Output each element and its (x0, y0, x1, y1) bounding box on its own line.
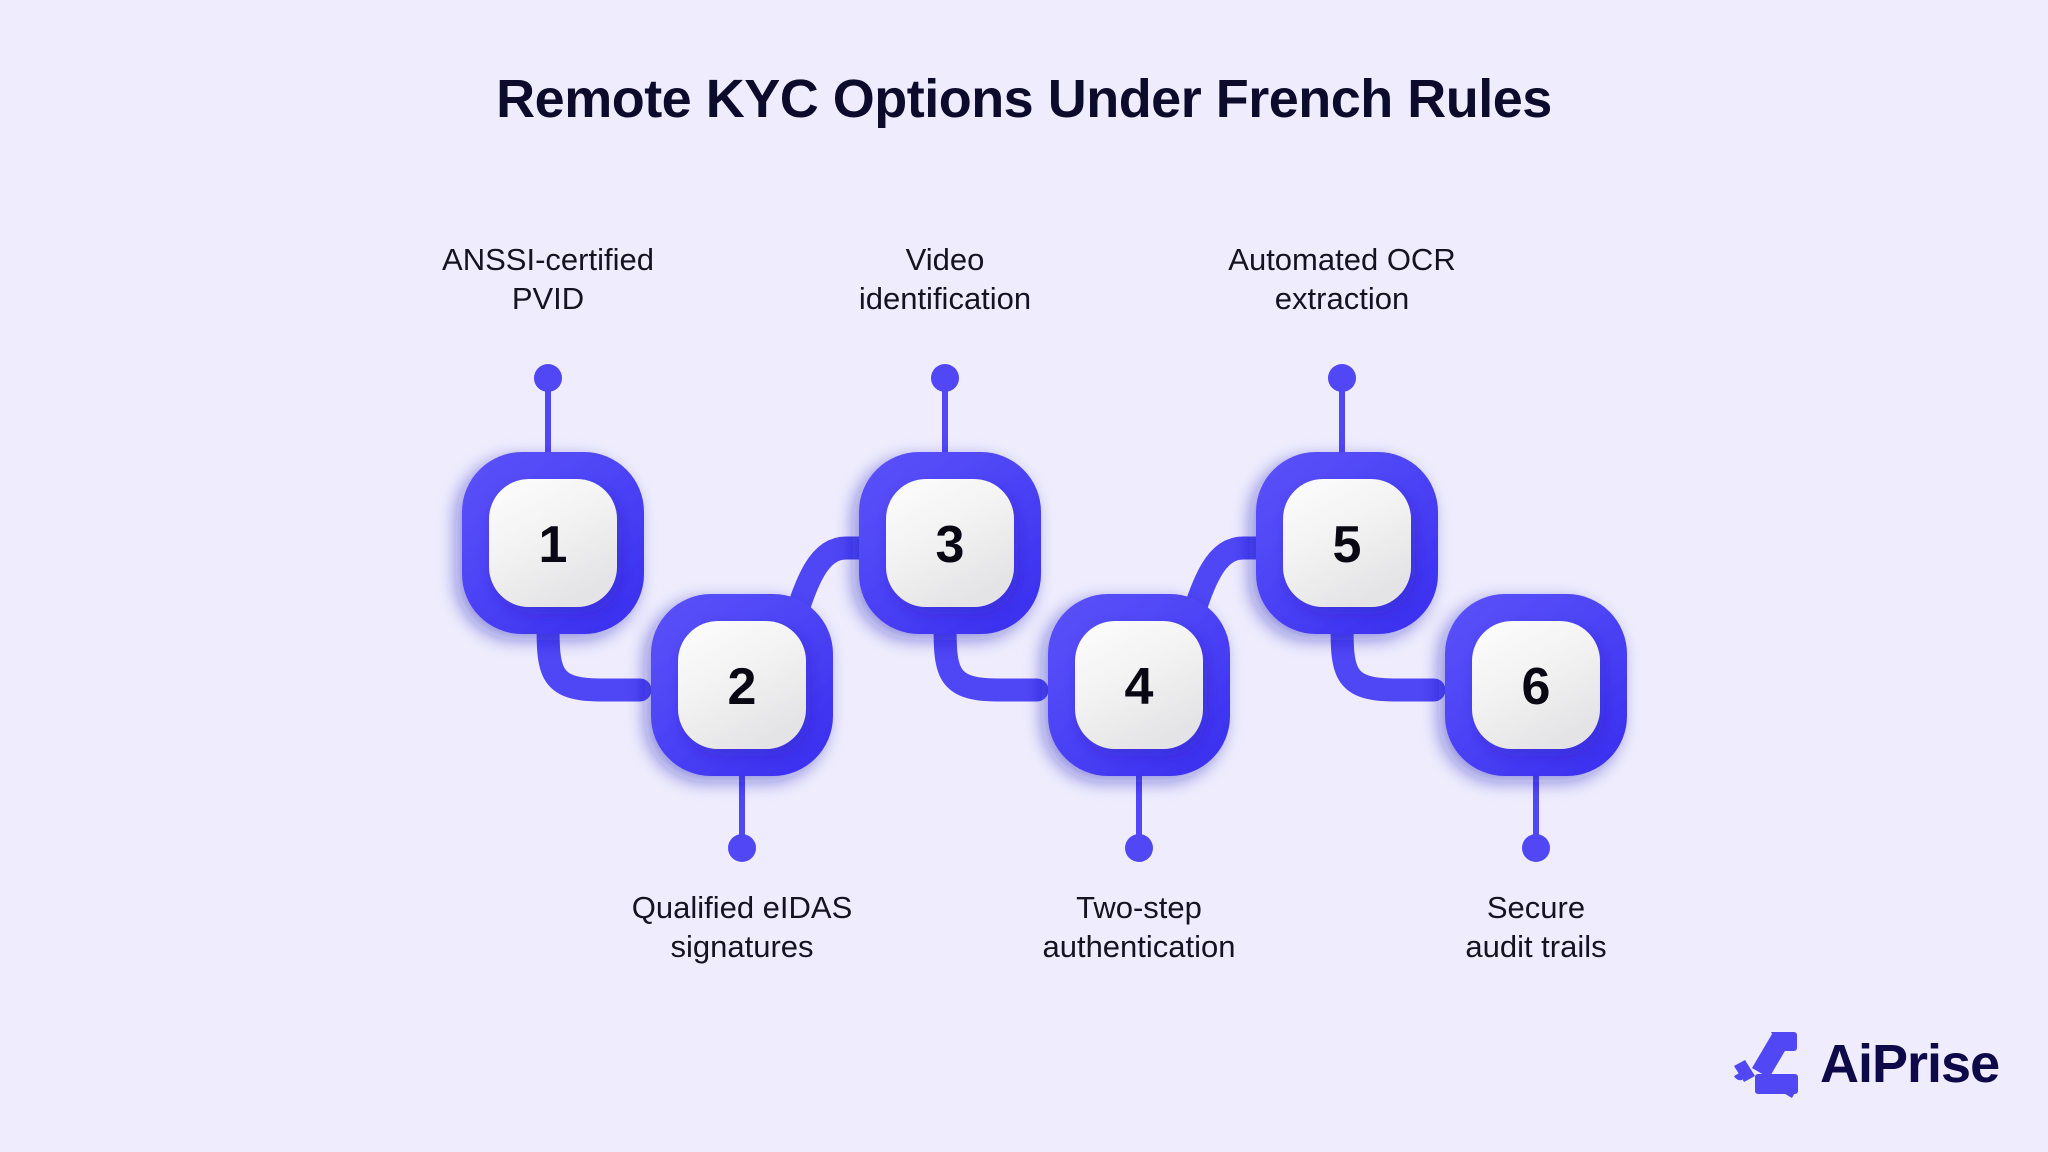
stem-dot-1 (534, 364, 562, 392)
stem-dot-5 (1328, 364, 1356, 392)
step-label-2: Qualified eIDAS signatures (592, 888, 892, 966)
step-node-5[interactable]: 5 (1256, 452, 1438, 634)
step-node-1[interactable]: 1 (462, 452, 644, 634)
step-label-6-line1: Secure (1486, 890, 1586, 925)
step-node-2-panel (678, 621, 806, 749)
step-label-2-line1: Qualified eIDAS (631, 890, 853, 925)
step-label-6: Secure audit trails (1386, 888, 1686, 966)
step-label-3-line1: Video (905, 242, 985, 277)
connector-1-2 (536, 608, 652, 702)
step-label-3-line2: identification (858, 281, 1032, 317)
step-node-3-number: 3 (936, 516, 965, 574)
step-node-3-panel (886, 479, 1014, 607)
step-node-2[interactable]: 2 (651, 594, 833, 776)
step-node-6[interactable]: 6 (1445, 594, 1627, 776)
step-label-2-line2: signatures (670, 929, 814, 965)
step-label-1-line2: PVID (511, 281, 585, 317)
step-label-3: Video identification (795, 240, 1095, 318)
stem-dot-6 (1522, 834, 1550, 862)
step-label-5-line2: extraction (1274, 281, 1410, 317)
step-node-1-panel (489, 479, 617, 607)
step-node-6-panel (1472, 621, 1600, 749)
stem-dot-3 (931, 364, 959, 392)
step-label-4-line2: authentication (1042, 929, 1236, 965)
aiprise-logo[interactable]: AiPrise (1728, 1028, 2000, 1100)
step-label-1: ANSSI-certified PVID (398, 240, 698, 318)
step-node-5-number: 5 (1333, 516, 1362, 574)
step-label-6-line2: audit trails (1465, 929, 1607, 965)
step-label-4-line1: Two-step (1076, 890, 1202, 925)
aiprise-wordmark: AiPrise (1820, 1034, 2000, 1094)
step-label-5: Automated OCR extraction (1192, 240, 1492, 318)
step-label-1-line1: ANSSI-certified (442, 242, 654, 277)
aiprise-logo-icon (1734, 1032, 1798, 1098)
stem-dot-4 (1125, 834, 1153, 862)
stem-group (534, 364, 1550, 862)
connector-5-6 (1330, 608, 1446, 702)
stem-dot-2 (728, 834, 756, 862)
step-node-5-panel (1283, 479, 1411, 607)
step-label-4: Two-step authentication (989, 888, 1289, 966)
page-title: Remote KYC Options Under French Rules (496, 69, 1552, 129)
step-node-2-number: 2 (728, 658, 757, 716)
step-node-4-panel (1075, 621, 1203, 749)
step-node-3[interactable]: 3 (859, 452, 1041, 634)
step-node-4[interactable]: 4 (1048, 594, 1230, 776)
step-node-1-number: 1 (539, 516, 568, 574)
step-node-4-number: 4 (1125, 658, 1154, 716)
step-label-5-line1: Automated OCR (1228, 242, 1456, 277)
connector-3-4 (933, 608, 1049, 702)
step-node-6-number: 6 (1522, 658, 1551, 716)
